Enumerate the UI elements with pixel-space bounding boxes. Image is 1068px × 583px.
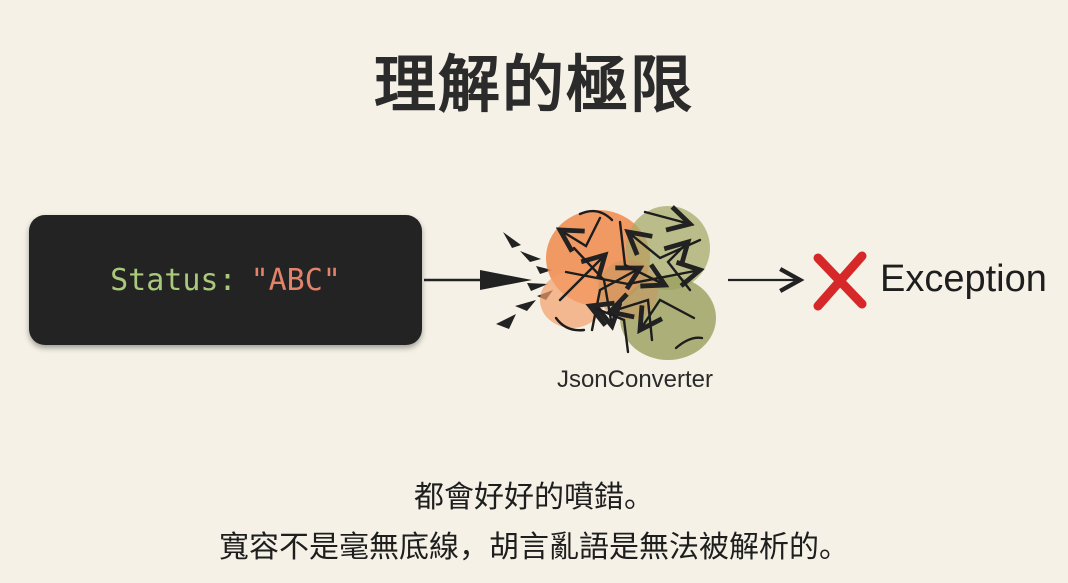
chaos-tangle-icon xyxy=(540,206,716,360)
code-value: "ABC" xyxy=(250,262,341,298)
exception-label: Exception xyxy=(880,258,1047,300)
code-colon: : xyxy=(218,262,237,298)
code-snippet-box: Status: "ABC" xyxy=(29,215,422,345)
input-arrow xyxy=(424,270,532,290)
red-x-icon xyxy=(813,251,867,311)
converter-label: JsonConverter xyxy=(556,366,714,393)
page-title: 理解的極限 xyxy=(373,48,694,121)
impact-shards-icon xyxy=(496,232,553,329)
caption-line-2: 寬容不是毫無底線，胡言亂語是無法被解析的。 xyxy=(219,530,849,565)
code-key: Status xyxy=(110,262,219,298)
caption-line-1: 都會好好的噴錯。 xyxy=(414,480,654,515)
